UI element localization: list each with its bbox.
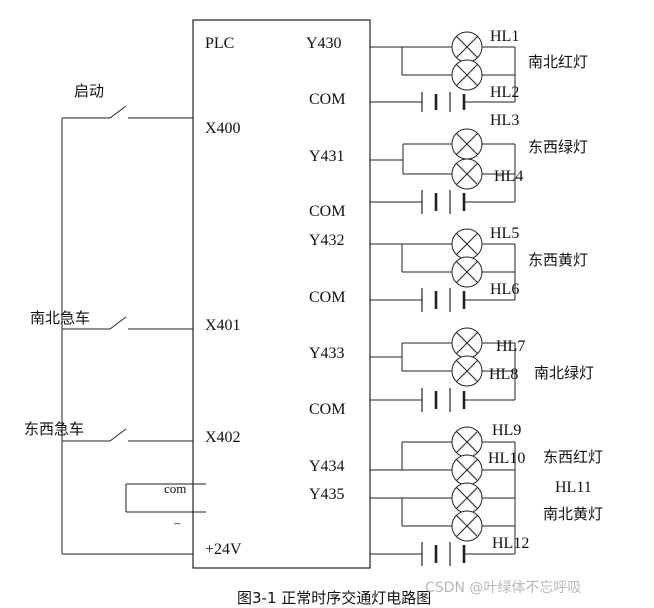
lamp-hl9-label: HL9 [492, 422, 521, 439]
input-x402: X402 [205, 429, 241, 446]
switch-ns-emergency-label: 南北急车 [30, 309, 90, 327]
output-y430: Y430 [306, 35, 342, 52]
lamp-hl3-label: HL3 [490, 112, 519, 129]
input-x400: X400 [205, 120, 241, 137]
lamp-hl12-label: HL12 [492, 535, 529, 552]
battery-5 [421, 542, 466, 566]
output-y434: Y434 [309, 458, 345, 475]
com-lower-label: com [164, 481, 186, 496]
lamp-hl7-icon [451, 327, 483, 359]
lamp-hl4-icon [451, 158, 483, 190]
lamp-hl10-label: HL10 [488, 450, 525, 467]
group-ew-green-label: 东西绿灯 [528, 138, 588, 156]
group-ew-yellow-label: 东西黄灯 [528, 251, 588, 269]
input-wiring [61, 105, 206, 555]
lamp-hl8-icon [451, 355, 483, 387]
lamp-hl6-icon [451, 256, 483, 288]
output-com-4: COM [309, 401, 345, 418]
lamp-hl1-icon [451, 31, 483, 63]
group-ew-red-label: 东西红灯 [543, 448, 603, 466]
output-wiring [370, 46, 516, 555]
output-y432: Y432 [309, 232, 345, 249]
lamp-hl12-icon [451, 510, 483, 542]
lamp-hl3-icon [451, 128, 483, 160]
lamp-hl8-label: HL8 [489, 366, 518, 383]
plc-box [192, 19, 371, 569]
power-label: +24V [205, 541, 242, 558]
switch-ew-emergency-label: 东西急车 [24, 420, 84, 438]
output-y433: Y433 [309, 345, 345, 362]
lamp-hl7-label: HL7 [496, 338, 525, 355]
figure-caption: 图3-1 正常时序交通灯电路图 [237, 589, 431, 607]
group-ns-green-label: 南北绿灯 [534, 364, 594, 382]
output-com-1: COM [309, 91, 345, 108]
input-x401: X401 [205, 317, 241, 334]
watermark: CSDN @叶绿体不忘呼吸 [425, 580, 581, 596]
battery-3 [421, 288, 466, 312]
plc-title: PLC [205, 35, 234, 52]
lamp-hl4-label: HL4 [494, 168, 523, 185]
lamp-hl10-icon [451, 454, 483, 486]
minus-label: – [173, 515, 181, 530]
lamp-hl2-icon [451, 59, 483, 91]
group-ns-red-label: 南北红灯 [528, 53, 588, 71]
lamp-hl2-label: HL2 [490, 84, 519, 101]
lamp-hl5-label: HL5 [490, 225, 519, 242]
output-com-3: COM [309, 289, 345, 306]
lamp-hl5-icon [451, 228, 483, 260]
lamp-hl11-label: HL11 [555, 479, 592, 496]
lamp-hl11-icon [451, 482, 483, 514]
lamp-hl6-label: HL6 [490, 281, 519, 298]
output-com-2: COM [309, 203, 345, 220]
battery-4 [421, 388, 466, 412]
switch-start-label: 启动 [74, 82, 104, 100]
output-y431: Y431 [309, 148, 345, 165]
group-ns-yellow-label: 南北黄灯 [543, 505, 603, 523]
output-y435: Y435 [309, 486, 345, 503]
lamp-hl1-label: HL1 [490, 28, 519, 45]
battery-1 [421, 92, 466, 112]
battery-2 [421, 190, 466, 214]
lamp-hl9-icon [451, 426, 483, 458]
